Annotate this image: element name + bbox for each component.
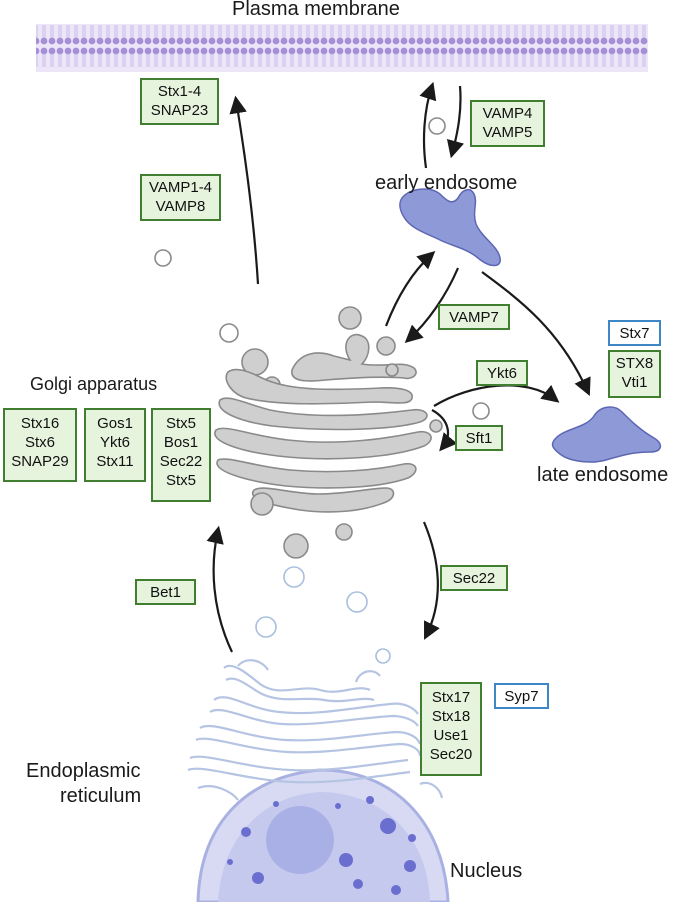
snare-box-vamp7: VAMP7 [438,304,510,330]
golgi-apparatus-shape [214,306,443,559]
snare-label: Use1 [433,727,469,744]
snare-box-stx7: Stx7 [608,320,661,346]
snare-label: VAMP7 [449,309,499,326]
arrow-er-to-golgi [206,525,233,653]
snare-box-sft1: Sft1 [455,425,503,451]
arrow-early-to-late-endosome [481,271,591,397]
snare-label: Bos1 [163,434,199,451]
snare-box-stx1-snap23: Stx1-4 SNAP23 [140,78,219,125]
nucleus-shape [196,768,450,902]
snare-label: Ykt6 [486,365,517,382]
snare-label: Stx17 [431,689,471,706]
snare-label: SNAP29 [11,453,69,470]
arrow-golgi-to-late-endosome [433,384,560,407]
snare-box-gos1-group: Gos1 Ykt6 Stx11 [84,408,146,482]
snare-box-stx17-group: Stx17 Stx18 Use1 Sec20 [420,682,482,776]
snare-box-ykt6-late: Ykt6 [476,360,528,386]
late-endosome-label: late endosome [537,464,669,486]
snare-label: Bet1 [150,584,181,601]
nucleus-label: Nucleus [450,860,523,882]
snare-label: Stx7 [619,325,650,342]
snare-label: Sec20 [429,746,473,763]
snare-label: VAMP5 [482,124,533,141]
snare-box-sec22: Sec22 [440,565,508,591]
transport-vesicles [154,117,490,664]
snare-label: VAMP8 [155,198,206,215]
plasma-membrane [36,24,648,72]
snare-box-bet1: Bet1 [135,579,196,605]
plasma-membrane-label: Plasma membrane [232,0,400,20]
snare-box-stx8-vti1: STX8 Vti1 [608,350,661,398]
snare-label: Syp7 [504,688,539,705]
snare-label: SNAP23 [150,102,209,119]
snare-label: Stx16 [20,415,60,432]
arrow-early-endosome-to-membrane [419,81,437,169]
snare-label: Ykt6 [99,434,130,451]
snare-box-vamp4-vamp5: VAMP4 VAMP5 [470,100,545,147]
early-endosome-label: early endosome [375,172,518,194]
snare-label: STX8 [615,355,654,372]
endoplasmic-reticulum-label-line2: reticulum [60,785,142,807]
early-endosome-shape [399,188,501,267]
late-endosome-shape [551,406,662,463]
snare-label: Gos1 [97,415,133,432]
arrow-golgi-to-early-endosome [384,251,436,327]
snare-box-vamp1-vamp8: VAMP1-4 VAMP8 [140,174,221,221]
snare-label: VAMP4 [482,105,533,122]
snare-box-stx5-group: Stx5 Bos1 Sec22 Stx5 [151,408,211,502]
snare-label: Stx1-4 [157,83,202,100]
arrow-membrane-to-early-endosome [446,85,464,159]
snare-label: Sec22 [452,570,496,587]
snare-box-syp7: Syp7 [494,683,549,709]
transport-arrows [206,81,591,653]
snare-box-stx16-group: Stx16 Stx6 SNAP29 [3,408,77,482]
snare-label: Stx11 [96,453,134,470]
arrow-golgi-to-plasma-membrane [229,95,260,285]
snare-label: Stx6 [24,434,55,451]
endoplasmic-reticulum-label-line1: Endoplasmic [26,760,141,782]
golgi-apparatus-label: Golgi apparatus [30,374,158,394]
arrow-early-endosome-to-golgi [404,267,460,343]
snare-label: Sft1 [465,430,493,447]
snare-label: Sec22 [159,453,203,470]
arrow-sft1-retrograde [431,409,458,452]
snare-label: Vti1 [621,374,648,391]
endoplasmic-reticulum-shape [187,659,444,801]
arrow-golgi-to-er [422,521,440,640]
snare-label: VAMP1-4 [148,179,213,196]
snare-label: Stx18 [431,708,471,725]
snare-label: Stx5 [165,472,196,489]
snare-label: Stx5 [165,415,196,432]
